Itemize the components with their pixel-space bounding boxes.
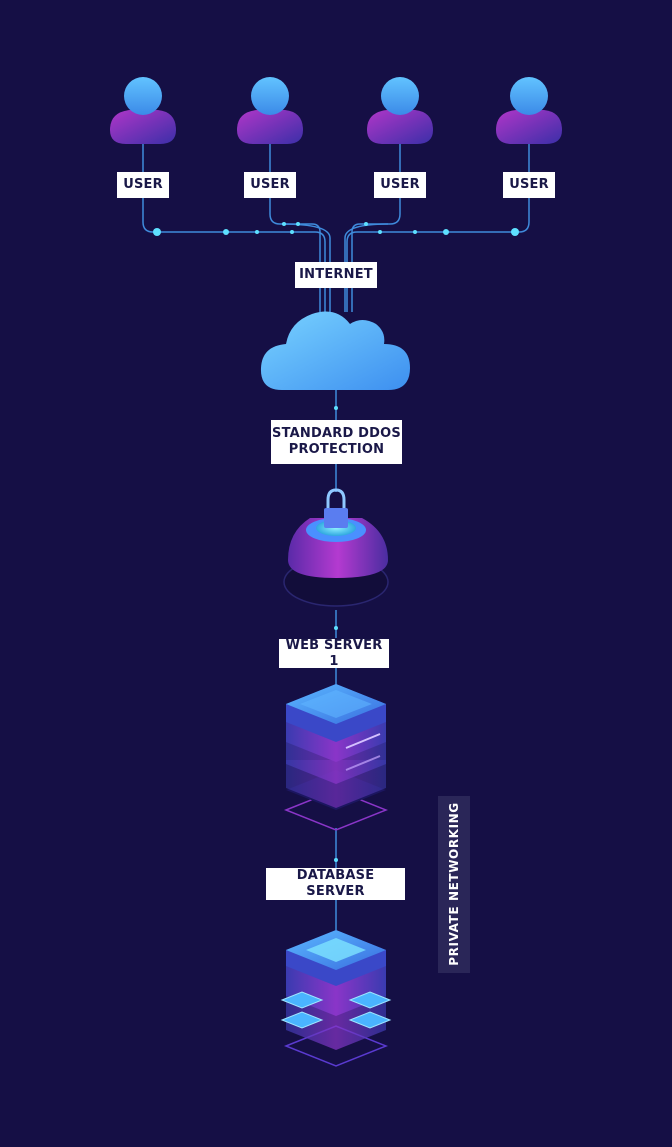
user-3-bus-b: [344, 223, 389, 312]
web-server-label: WEB SERVER 1: [279, 638, 389, 669]
user-figure-2: [237, 77, 303, 144]
user-label-1: USER: [117, 172, 169, 198]
database-server-label: DATABASE SERVER: [266, 868, 405, 900]
internet-label: INTERNET: [295, 262, 377, 288]
user-figure-3: [367, 77, 433, 144]
user-2-bus-b: [281, 223, 331, 312]
line-nodes: [153, 222, 519, 862]
user-label-3: USER: [374, 172, 426, 198]
user-figure-1: [110, 77, 176, 144]
user-2-bus: [269, 198, 321, 312]
private-networking-text: PRIVATE NETWORKING: [447, 802, 461, 966]
user-label-4: USER: [503, 172, 555, 198]
user-3-bus: [351, 198, 401, 312]
user-figure-4: [496, 77, 562, 144]
cloud-icon: [260, 311, 410, 390]
private-networking-label: PRIVATE NETWORKING: [438, 796, 470, 973]
web-server-icon: [283, 684, 389, 831]
ddos-shield-icon: [283, 488, 389, 607]
user-label-2: USER: [244, 172, 296, 198]
ddos-protection-label: STANDARD DDOS PROTECTION: [271, 420, 402, 464]
user-1-bus: [142, 198, 326, 312]
database-server-icon: [280, 930, 392, 1067]
user-4-bus: [346, 198, 530, 312]
